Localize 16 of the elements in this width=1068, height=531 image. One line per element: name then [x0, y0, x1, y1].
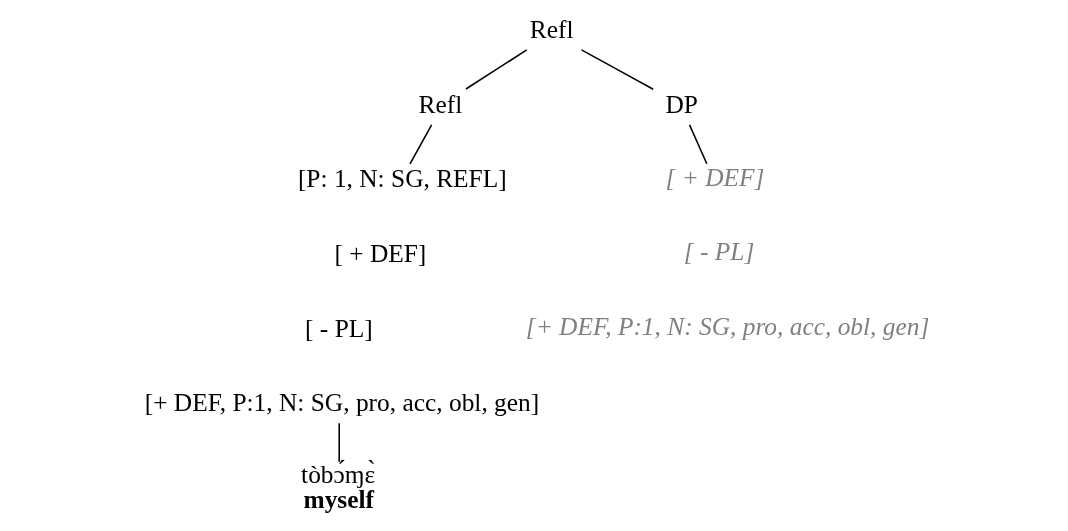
node-text: tòbɔ́ɱɛ̀ myself: [300, 459, 375, 514]
connector: [580, 49, 654, 91]
connector: [688, 124, 708, 165]
node-text: [ + DEF]: [664, 162, 764, 191]
connector: [464, 49, 528, 90]
node-text: DP: [664, 89, 698, 118]
label: [ - PL]: [683, 237, 754, 266]
node-text: Refl: [418, 89, 462, 118]
node-text: [P: 1, N: SG, REFL]: [297, 164, 507, 193]
label: [+ DEF, P:1, N: SG, pro, acc, obl, gen]: [525, 312, 929, 341]
label: [ + DEF]: [333, 239, 426, 268]
connector: [337, 422, 340, 463]
node-text: Refl: [529, 15, 573, 44]
connector: [408, 124, 432, 165]
label: [ - PL]: [304, 313, 373, 342]
node-text: [+ DEF, P:1, N: SG, pro, acc, obl, gen]: [144, 388, 539, 417]
